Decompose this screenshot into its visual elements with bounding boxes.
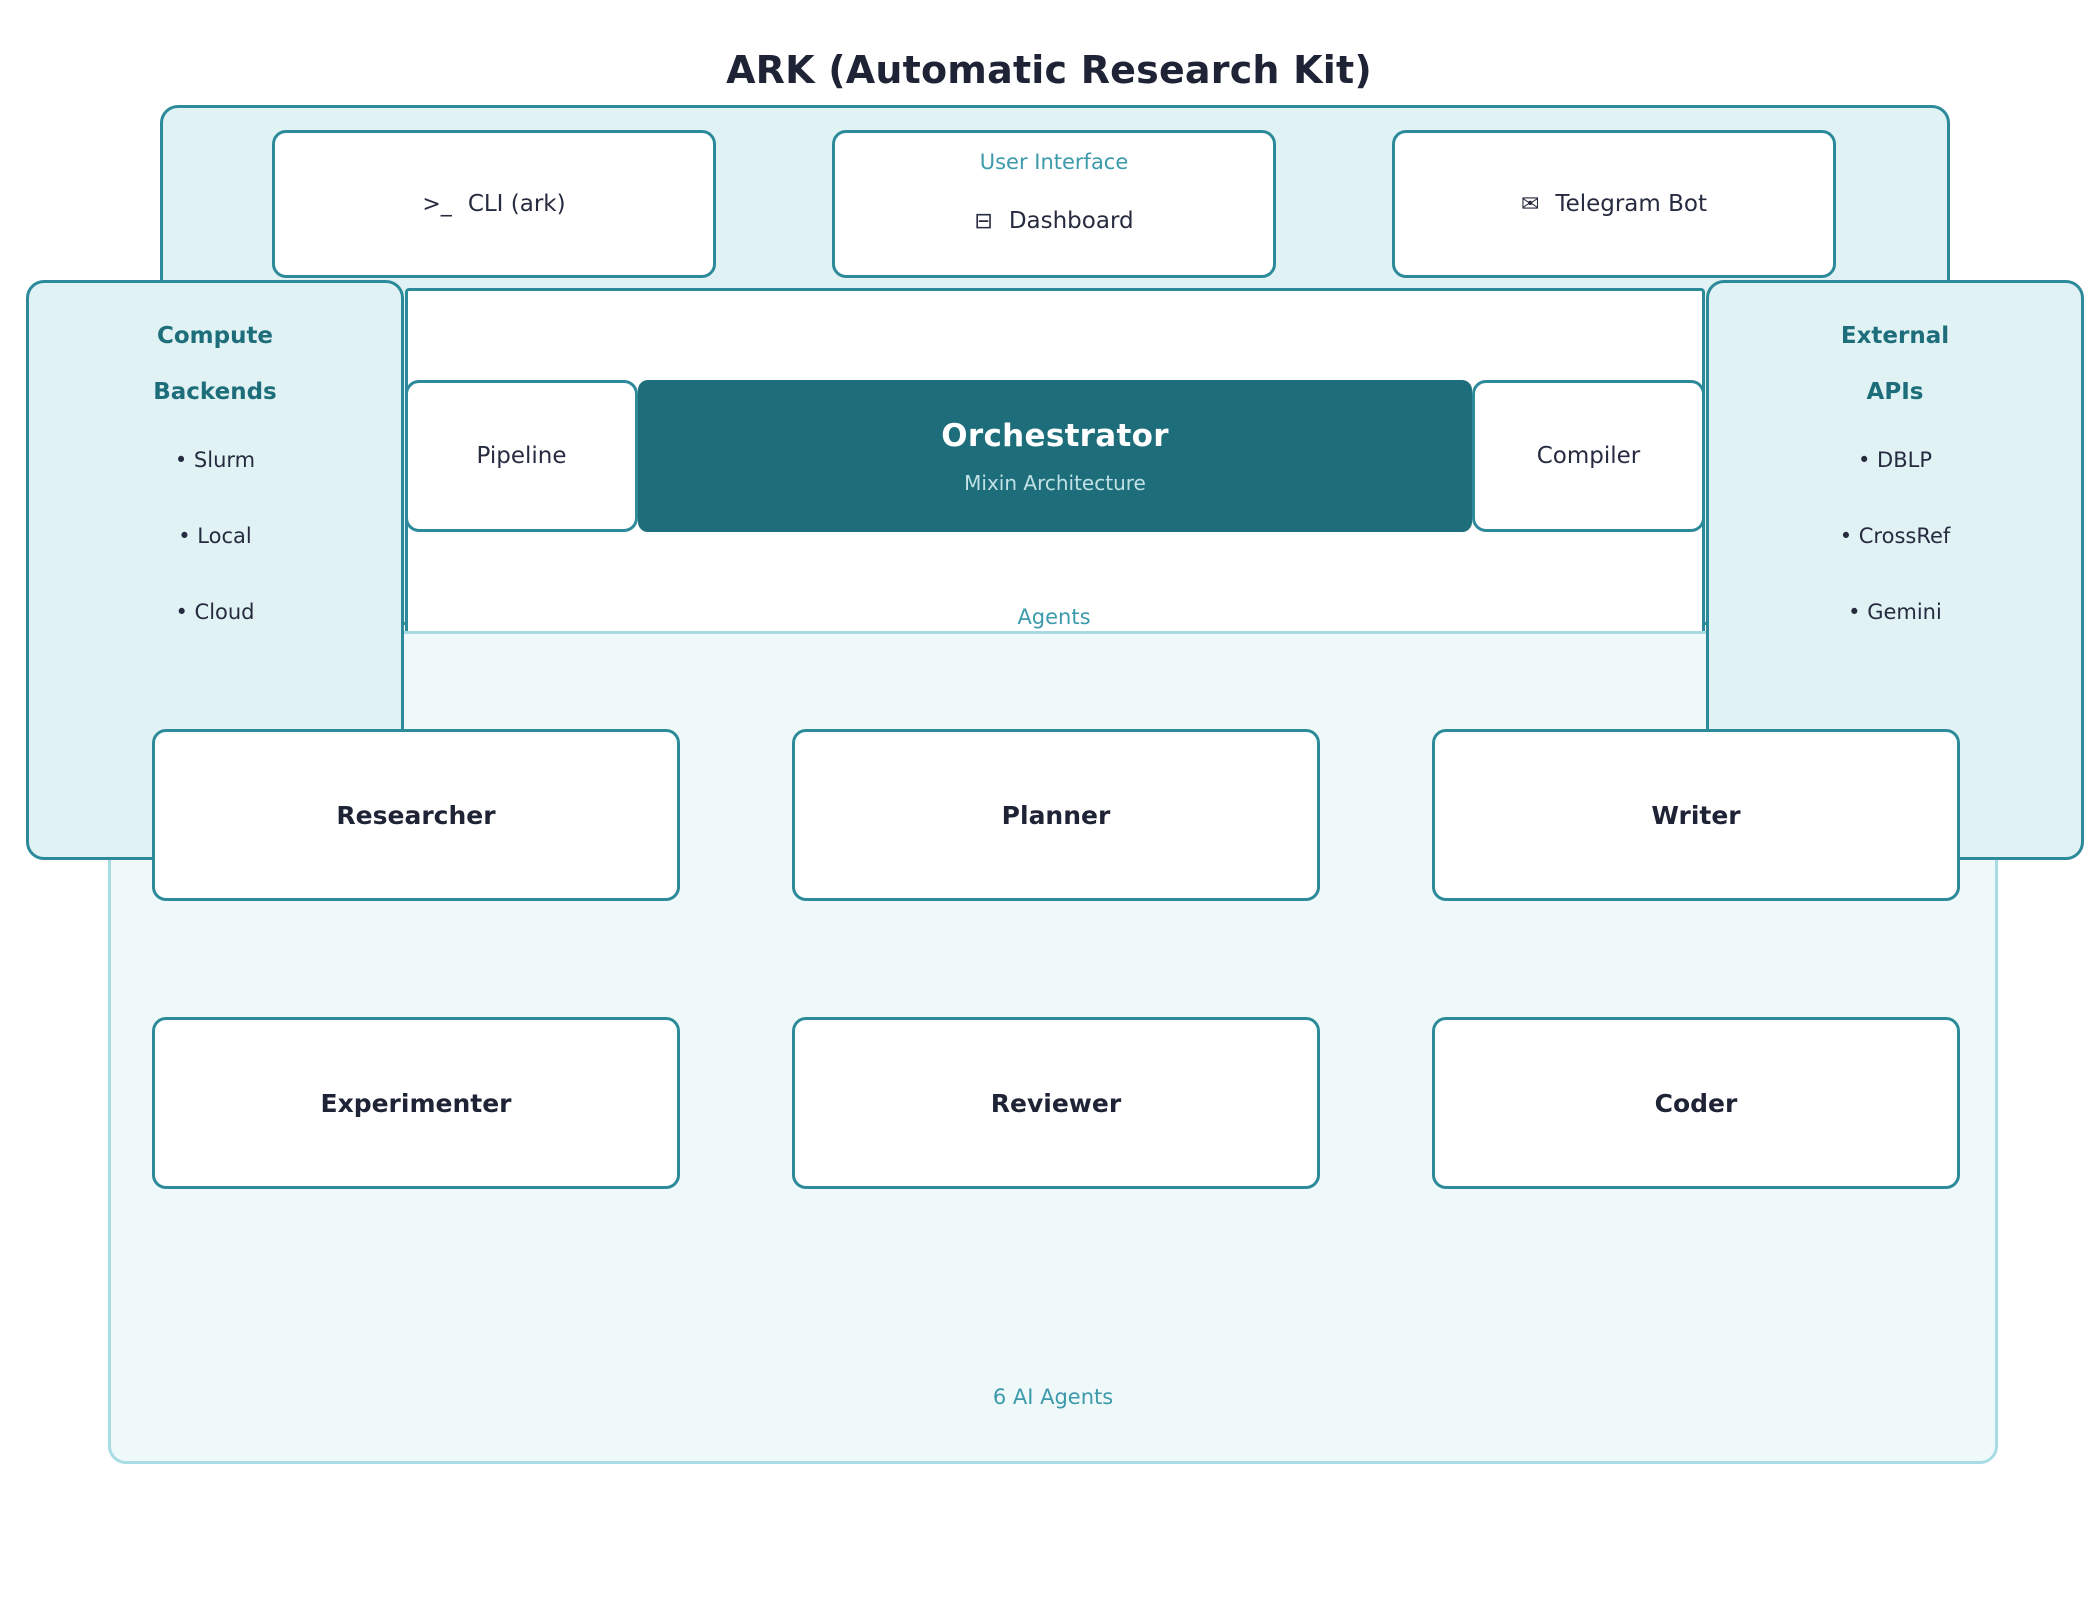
node-pipeline[interactable]: Pipeline bbox=[405, 380, 638, 532]
node-coder[interactable]: Coder bbox=[1432, 1017, 1960, 1189]
node-label: Experimenter bbox=[314, 1088, 518, 1118]
node-planner[interactable]: Planner bbox=[792, 729, 1320, 901]
node-cli[interactable]: >_ CLI (ark) bbox=[272, 130, 716, 278]
dashboard-window-icon: ⊟ bbox=[974, 208, 993, 234]
agents-footer-caption: 6 AI Agents bbox=[992, 1385, 1114, 1409]
external-apis-title-line1: External bbox=[1840, 323, 1950, 349]
orchestrator-subtitle: Mixin Architecture bbox=[964, 470, 1146, 495]
compute-backends-title-line2: Backends bbox=[153, 379, 277, 405]
node-label: Pipeline bbox=[476, 443, 567, 469]
node-label: Dashboard bbox=[1008, 208, 1134, 234]
node-label: Coder bbox=[1648, 1088, 1744, 1118]
node-label: Planner bbox=[995, 800, 1117, 830]
compute-backends-list: • Slurm • Local • Cloud bbox=[29, 448, 401, 676]
node-label: Researcher bbox=[330, 800, 502, 830]
list-item: • Local bbox=[178, 524, 252, 548]
node-telegram-bot[interactable]: ✉ Telegram Bot bbox=[1392, 130, 1836, 278]
list-item: • Cloud bbox=[175, 600, 255, 624]
node-writer[interactable]: Writer bbox=[1432, 729, 1960, 901]
list-item: • Slurm bbox=[174, 448, 256, 472]
page-title: ARK (Automatic Research Kit) bbox=[726, 48, 1372, 92]
list-item: • DBLP bbox=[1857, 448, 1932, 472]
node-label: Writer bbox=[1645, 800, 1747, 830]
list-item: • Gemini bbox=[1848, 600, 1942, 624]
node-experimenter[interactable]: Experimenter bbox=[152, 1017, 680, 1189]
envelope-icon: ✉ bbox=[1520, 191, 1540, 217]
node-reviewer[interactable]: Reviewer bbox=[792, 1017, 1320, 1189]
orchestrator-title: Orchestrator bbox=[941, 417, 1169, 454]
terminal-prompt-icon: >_ bbox=[422, 191, 452, 217]
external-apis-title-line2: APIs bbox=[1866, 379, 1924, 405]
node-researcher[interactable]: Researcher bbox=[152, 729, 680, 901]
compute-backends-title-line1: Compute bbox=[156, 323, 274, 349]
node-label: CLI (ark) bbox=[467, 191, 566, 217]
node-label: Compiler bbox=[1536, 443, 1641, 469]
node-label: Telegram Bot bbox=[1555, 191, 1707, 217]
node-label: Reviewer bbox=[984, 1088, 1128, 1118]
list-item: • CrossRef bbox=[1839, 524, 1951, 548]
node-orchestrator[interactable]: Orchestrator Mixin Architecture bbox=[638, 380, 1472, 532]
node-compiler[interactable]: Compiler bbox=[1472, 380, 1705, 532]
node-dashboard[interactable]: ⊟ Dashboard bbox=[832, 130, 1276, 278]
external-apis-list: • DBLP • CrossRef • Gemini bbox=[1709, 448, 2081, 676]
